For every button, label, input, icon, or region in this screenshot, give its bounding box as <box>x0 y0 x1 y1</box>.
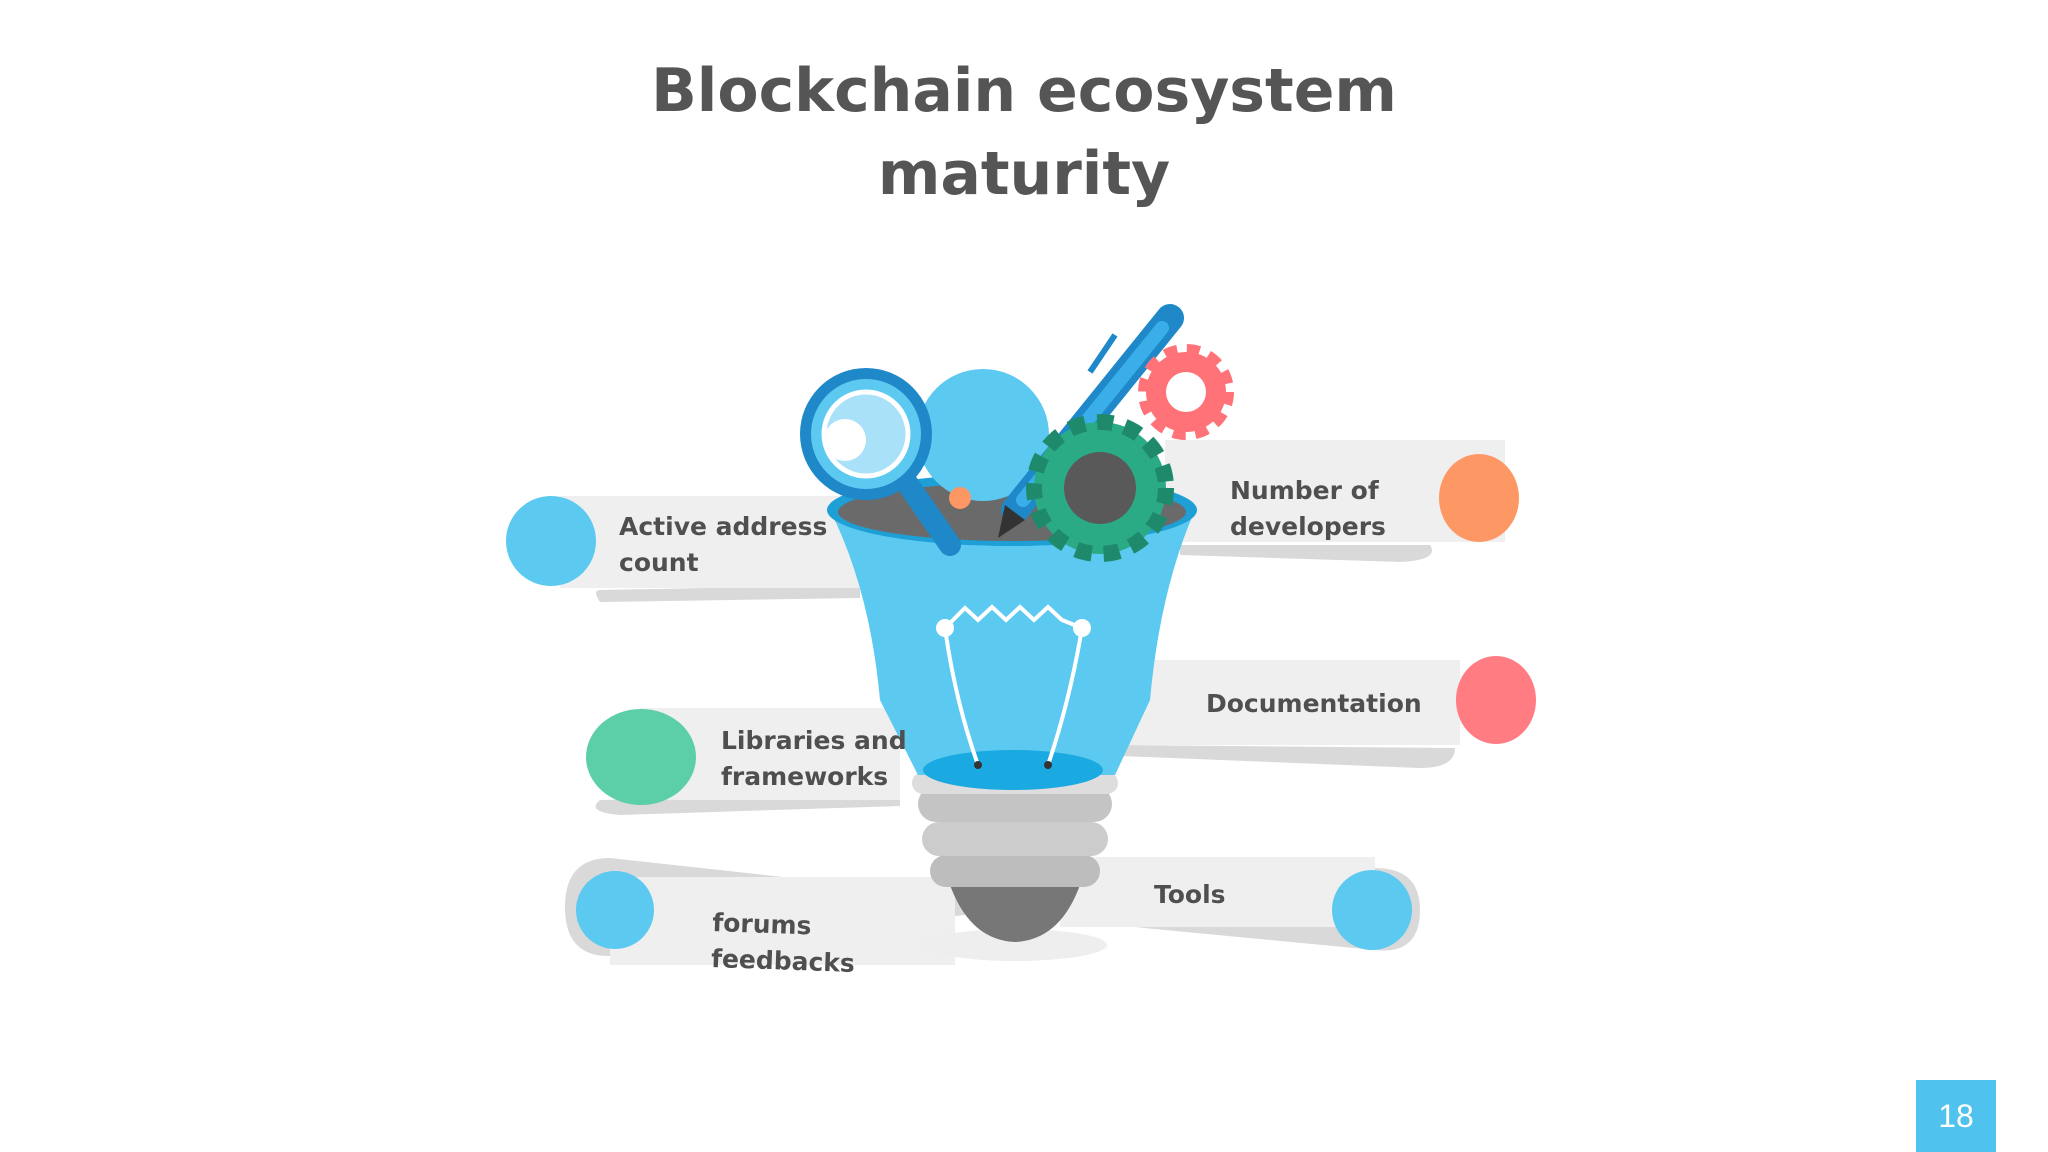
circle-tools <box>1332 870 1412 950</box>
label-libraries-frameworks: Libraries and frameworks <box>721 723 907 795</box>
label-line: feedbacks <box>710 943 856 978</box>
label-active-address-count: Active address count <box>619 509 827 581</box>
bar-tools <box>1040 857 1420 951</box>
label-tools: Tools <box>1154 877 1226 913</box>
magnifying-glass-icon <box>800 368 961 556</box>
title-line-2: maturity <box>877 139 1171 209</box>
label-line: Libraries and <box>721 726 907 755</box>
slide-title: Blockchain ecosystem maturity <box>0 50 2048 216</box>
page-number-badge: 18 <box>1916 1080 1996 1152</box>
label-forums-feedbacks: forums feedbacks <box>710 905 856 982</box>
label-documentation: Documentation <box>1206 686 1422 722</box>
bar-active-address-count <box>560 496 860 602</box>
circle-libraries-frameworks <box>586 709 696 805</box>
label-line: Number of <box>1230 476 1379 505</box>
orange-dot-icon <box>949 487 971 509</box>
label-line: Tools <box>1154 880 1226 909</box>
green-gear-icon <box>1026 414 1174 562</box>
label-line: Active address <box>619 512 828 541</box>
circle-active-address-count <box>506 496 596 586</box>
label-line: forums <box>711 907 812 941</box>
circle-forums-feedbacks <box>576 871 654 949</box>
label-line: frameworks <box>721 762 889 791</box>
label-line: count <box>619 548 699 577</box>
label-number-of-developers: Number of developers <box>1230 473 1386 545</box>
title-line-1: Blockchain ecosystem <box>651 56 1397 126</box>
bar-forums-feedbacks <box>565 858 965 965</box>
label-line: developers <box>1230 512 1386 541</box>
circle-number-of-developers <box>1439 454 1519 542</box>
bar-documentation <box>1120 660 1460 768</box>
circle-documentation <box>1456 656 1536 744</box>
label-line: Documentation <box>1206 689 1422 718</box>
blue-ball-icon <box>917 369 1049 501</box>
pink-gear-icon <box>1138 344 1234 440</box>
